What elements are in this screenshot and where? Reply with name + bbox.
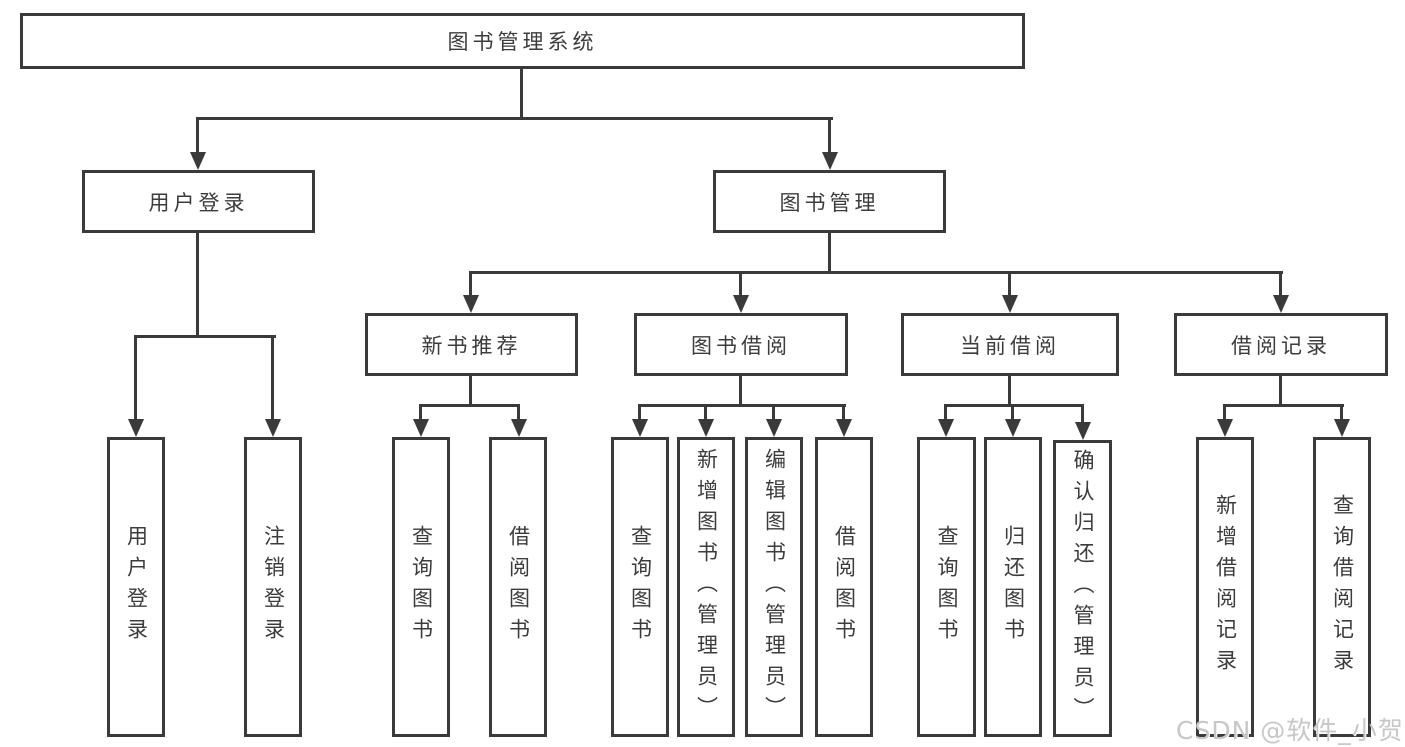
arrow-down-icon: [413, 419, 429, 437]
arrow-down-icon: [1002, 295, 1018, 313]
connector-arrow-line: [842, 404, 845, 421]
node-library-management-system: 图书管理系统: [20, 13, 1025, 69]
arrow-down-icon: [1075, 422, 1091, 440]
connector-arrow-line: [1223, 404, 1226, 421]
arrow-down-icon: [1005, 419, 1021, 437]
node-label: 编辑图书（管理员）: [762, 447, 787, 727]
connector-arrow-line: [1008, 271, 1011, 297]
connector-recommend-stub: [469, 376, 472, 406]
arrow-down-icon: [1334, 419, 1350, 437]
leaf-logout: 注销登录: [244, 437, 302, 737]
leaf-borrow-books-borrowing: 借阅图书: [815, 437, 873, 737]
node-current-borrowing: 当前借阅: [901, 313, 1119, 376]
connector-root-stub: [520, 69, 523, 119]
arrow-down-icon: [463, 295, 479, 313]
connector-arrow-line: [1081, 404, 1084, 424]
connector-recommend-bus: [419, 404, 520, 407]
node-label: 用户登录: [124, 525, 149, 649]
node-label: 查询借阅记录: [1330, 494, 1355, 680]
node-book-management: 图书管理: [713, 170, 946, 233]
connector-current-stub: [1008, 376, 1011, 406]
node-label: 查询图书: [628, 525, 653, 649]
connector-arrow-line: [638, 404, 641, 421]
connector-borrowing-stub: [739, 376, 742, 406]
arrow-down-icon: [1273, 295, 1289, 313]
node-label: 查询图书: [935, 525, 959, 649]
connector-records-bus: [1223, 404, 1344, 407]
leaf-query-books-recommend: 查询图书: [392, 437, 450, 737]
arrow-down-icon: [632, 419, 648, 437]
arrow-down-icon: [766, 419, 782, 437]
connector-current-bus: [944, 404, 1084, 407]
arrow-down-icon: [190, 152, 206, 170]
leaf-return-books: 归还图书: [984, 437, 1042, 737]
leaf-query-books-borrowing: 查询图书: [611, 437, 669, 737]
arrow-down-icon: [511, 419, 527, 437]
connector-arrow-line: [134, 335, 137, 420]
arrow-down-icon: [265, 419, 281, 437]
connector-arrow-line: [1011, 404, 1014, 421]
connector-arrow-line: [944, 404, 947, 421]
connector-arrow-line: [469, 271, 472, 297]
connector-mgmt-stub: [828, 233, 831, 273]
connector-arrow-line: [1279, 271, 1282, 297]
node-user-login: 用户登录: [82, 170, 315, 233]
connector-arrow-line: [704, 404, 707, 421]
arrow-down-icon: [836, 419, 852, 437]
node-label: 归还图书: [1001, 525, 1026, 649]
leaf-borrow-books-recommend: 借阅图书: [489, 437, 547, 737]
connector-arrow-line: [739, 271, 742, 297]
connector-arrow-line: [517, 404, 520, 421]
arrow-down-icon: [733, 295, 749, 313]
node-label: 查询图书: [409, 525, 434, 649]
node-label: 图书借阅: [691, 333, 791, 358]
node-label: 新书推荐: [421, 333, 522, 358]
node-label: 借阅记录: [1231, 333, 1331, 358]
arrow-down-icon: [1217, 419, 1233, 437]
leaf-edit-books-admin: 编辑图书（管理员）: [745, 437, 803, 737]
node-new-book-recommend: 新书推荐: [365, 313, 578, 376]
node-label: 图书管理系统: [447, 30, 598, 54]
node-label: 借阅图书: [832, 525, 857, 649]
connector-arrow-line: [419, 404, 422, 421]
leaf-add-borrow-record: 新增借阅记录: [1196, 437, 1254, 737]
connector-login-stub: [196, 233, 199, 337]
connector-arrow-line: [1340, 404, 1343, 421]
node-book-borrowing: 图书借阅: [634, 313, 848, 376]
node-label: 借阅图书: [506, 525, 531, 649]
leaf-query-borrow-record: 查询借阅记录: [1313, 437, 1371, 737]
connector-borrowing-bus: [638, 404, 846, 407]
node-label: 注销登录: [261, 525, 286, 649]
leaf-confirm-return-admin: 确认归还（管理员）: [1053, 440, 1112, 737]
node-label: 确认归还（管理员）: [1071, 449, 1095, 728]
leaf-user-login: 用户登录: [107, 437, 165, 737]
connector-mgmt-bus: [469, 271, 1283, 274]
connector-arrow-line: [196, 117, 199, 153]
csdn-watermark: CSDN @软件_小贺同学: [1176, 716, 1405, 745]
node-label: 当前借阅: [960, 333, 1060, 358]
node-label: 新增图书（管理员）: [694, 447, 719, 727]
node-label: 用户登录: [148, 190, 249, 215]
arrow-down-icon: [698, 419, 714, 437]
arrow-down-icon: [128, 419, 144, 437]
node-label: 图书管理: [779, 190, 880, 215]
arrow-down-icon: [822, 152, 838, 170]
connector-arrow-line: [772, 404, 775, 421]
connector-records-stub: [1279, 376, 1282, 406]
connector-login-bus: [134, 335, 276, 338]
arrow-down-icon: [938, 419, 954, 437]
connector-arrow-line: [828, 117, 831, 153]
node-label: 新增借阅记录: [1213, 494, 1238, 680]
connector-root-bus: [197, 117, 833, 120]
leaf-query-books-current: 查询图书: [917, 437, 976, 737]
node-borrowing-records: 借阅记录: [1174, 313, 1388, 376]
leaf-add-books-admin: 新增图书（管理员）: [677, 437, 735, 737]
connector-arrow-line: [271, 335, 274, 420]
